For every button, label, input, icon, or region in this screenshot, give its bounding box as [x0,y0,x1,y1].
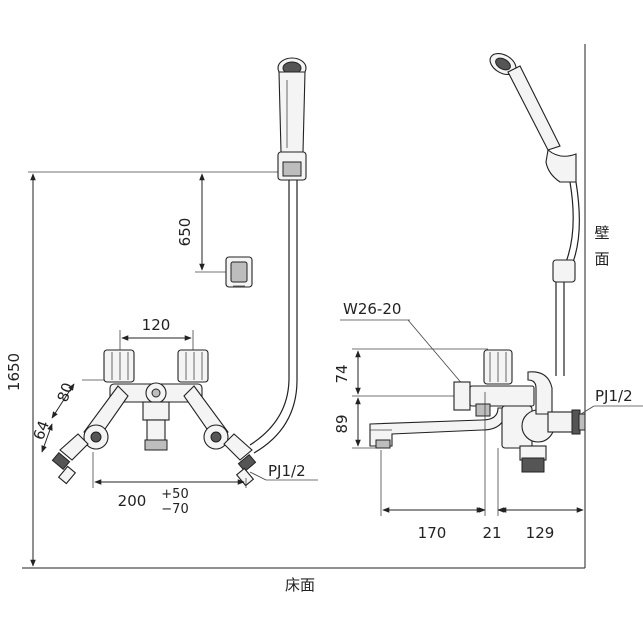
dimension-129: 129 [499,507,584,542]
dimension-89: 89 [333,397,378,449]
tolerance-minus: −70 [161,502,188,517]
inlet-elbow-left [51,385,129,485]
dim-170-text: 170 [418,524,447,542]
dim-64-text: 64 [30,418,53,442]
dim-200-text: 200 [118,492,147,510]
slide-bracket-side [552,259,576,283]
dim-21-text: 21 [482,524,501,542]
inlet-elbow-right [183,385,257,487]
floor-label: 床面 [285,576,315,594]
dimension-21: 21 [478,448,505,542]
shower-hook-lower [225,256,253,288]
dimension-80: 80 [51,379,104,419]
mixer-body-side [453,349,586,473]
dimension-1650: 1650 [5,171,282,567]
dimension-120: 120 [119,316,194,352]
callout-pj-side: PJ1/2 [580,387,643,415]
wall-label-bottom: 面 [594,250,609,268]
callout-pj-front: PJ1/2 [249,462,318,481]
shower-head-front [277,57,307,181]
shower-hose-side [565,181,574,263]
dim-74-text: 74 [333,364,351,383]
dim-80-text: 80 [54,380,77,404]
front-view: 1650 650 1 [5,57,318,567]
pj-side-text: PJ1/2 [595,387,633,405]
shower-head-side [489,52,577,183]
dim-120-text: 120 [142,316,171,334]
dim-89-text: 89 [333,414,351,433]
side-view: 壁 面 W26-20 74 [333,44,643,568]
tolerance-plus: +50 [161,487,188,502]
wall-label-top: 壁 [594,224,609,242]
dimension-74: 74 [333,348,488,397]
dimension-650: 650 [176,173,228,273]
shower-hose-front [249,180,290,446]
dim-650-text: 650 [176,218,194,247]
dimension-170: 170 [380,392,486,542]
dim-1650-text: 1650 [5,353,23,391]
dimension-200: 200 +50 −70 [92,452,247,517]
dim-129-text: 129 [526,524,555,542]
dimension-64: 64 [30,418,53,453]
mixer-body-front [103,349,209,451]
w26-text: W26-20 [343,300,401,318]
pj-front-text: PJ1/2 [268,462,306,480]
